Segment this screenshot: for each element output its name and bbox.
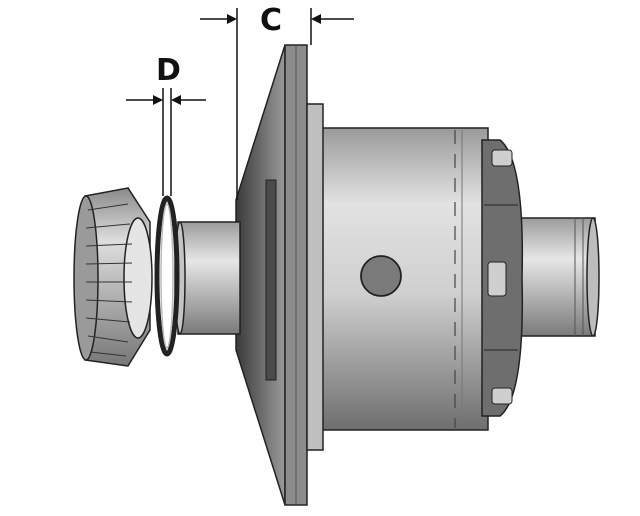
- dimension-label-c: C: [260, 3, 282, 38]
- case-plug: [360, 255, 402, 297]
- shim-ring-inner: [160, 203, 174, 349]
- dimension-c: C: [200, 3, 354, 200]
- ring-gear-flange: [235, 44, 324, 506]
- dimension-d: D: [126, 53, 206, 196]
- tapered-roller-bearing: [73, 187, 153, 367]
- shim-ring: [154, 195, 180, 357]
- left-hub: [174, 221, 241, 335]
- right-end-cap: [481, 139, 524, 417]
- differential-case: [317, 127, 489, 431]
- dimension-label-d: D: [156, 53, 181, 88]
